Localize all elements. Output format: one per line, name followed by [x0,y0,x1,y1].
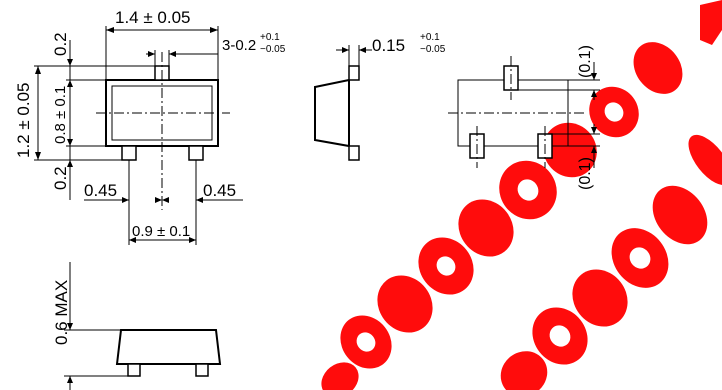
side-view-top-lead [348,65,360,81]
lead-thickness-tol-minus: −0.05 [420,44,446,55]
side-view-bottom-lead [348,145,360,161]
ref-top-dim: (0.1) [577,45,594,78]
lead-span-dim: 0.9 ± 0.1 [132,223,190,240]
lead-width-tol-minus: −0.05 [260,44,286,55]
ref-bottom-dim: (0.1) [577,157,594,190]
side-view: 0.15 +0.1 −0.05 [314,32,446,161]
body-length-dim: 1.4 ± 0.05 [115,8,191,27]
top-view: 1.4 ± 0.05 3-0.2 +0.1 −0.05 1.2 ± 0.05 0… [14,8,286,245]
lead-thickness-dim: 0.15 [372,36,405,55]
left-pitch-dim: 0.45 [84,181,117,200]
lead-thickness-tol-plus: +0.1 [420,32,440,43]
bottom-left-lead [121,145,137,161]
front-view-left-lead [127,363,141,377]
front-view-body [115,329,222,365]
right-pitch-dim: 0.45 [203,181,236,200]
overall-width-dim: 1.2 ± 0.05 [14,83,33,159]
front-view-right-lead [195,363,209,377]
footprint-view: (0.1) (0.1) [448,45,600,190]
watermark-logo-icon [700,0,722,45]
bottom-right-lead [188,145,204,161]
lead-width-dim: 3-0.2 [222,37,256,54]
lead-width-tol-plus: +0.1 [260,32,280,43]
bottom-lead-length-dim: 0.2 [51,166,70,190]
watermark [321,0,722,390]
watermark-letter-holes [356,102,651,352]
top-lead-length-dim: 0.2 [51,32,70,56]
max-height-dim: 0.6 MAX [52,280,71,345]
body-width-dim: 0.8 ± 0.1 [52,86,69,144]
front-view: 0.6 MAX [52,262,222,390]
side-view-body [314,78,350,148]
